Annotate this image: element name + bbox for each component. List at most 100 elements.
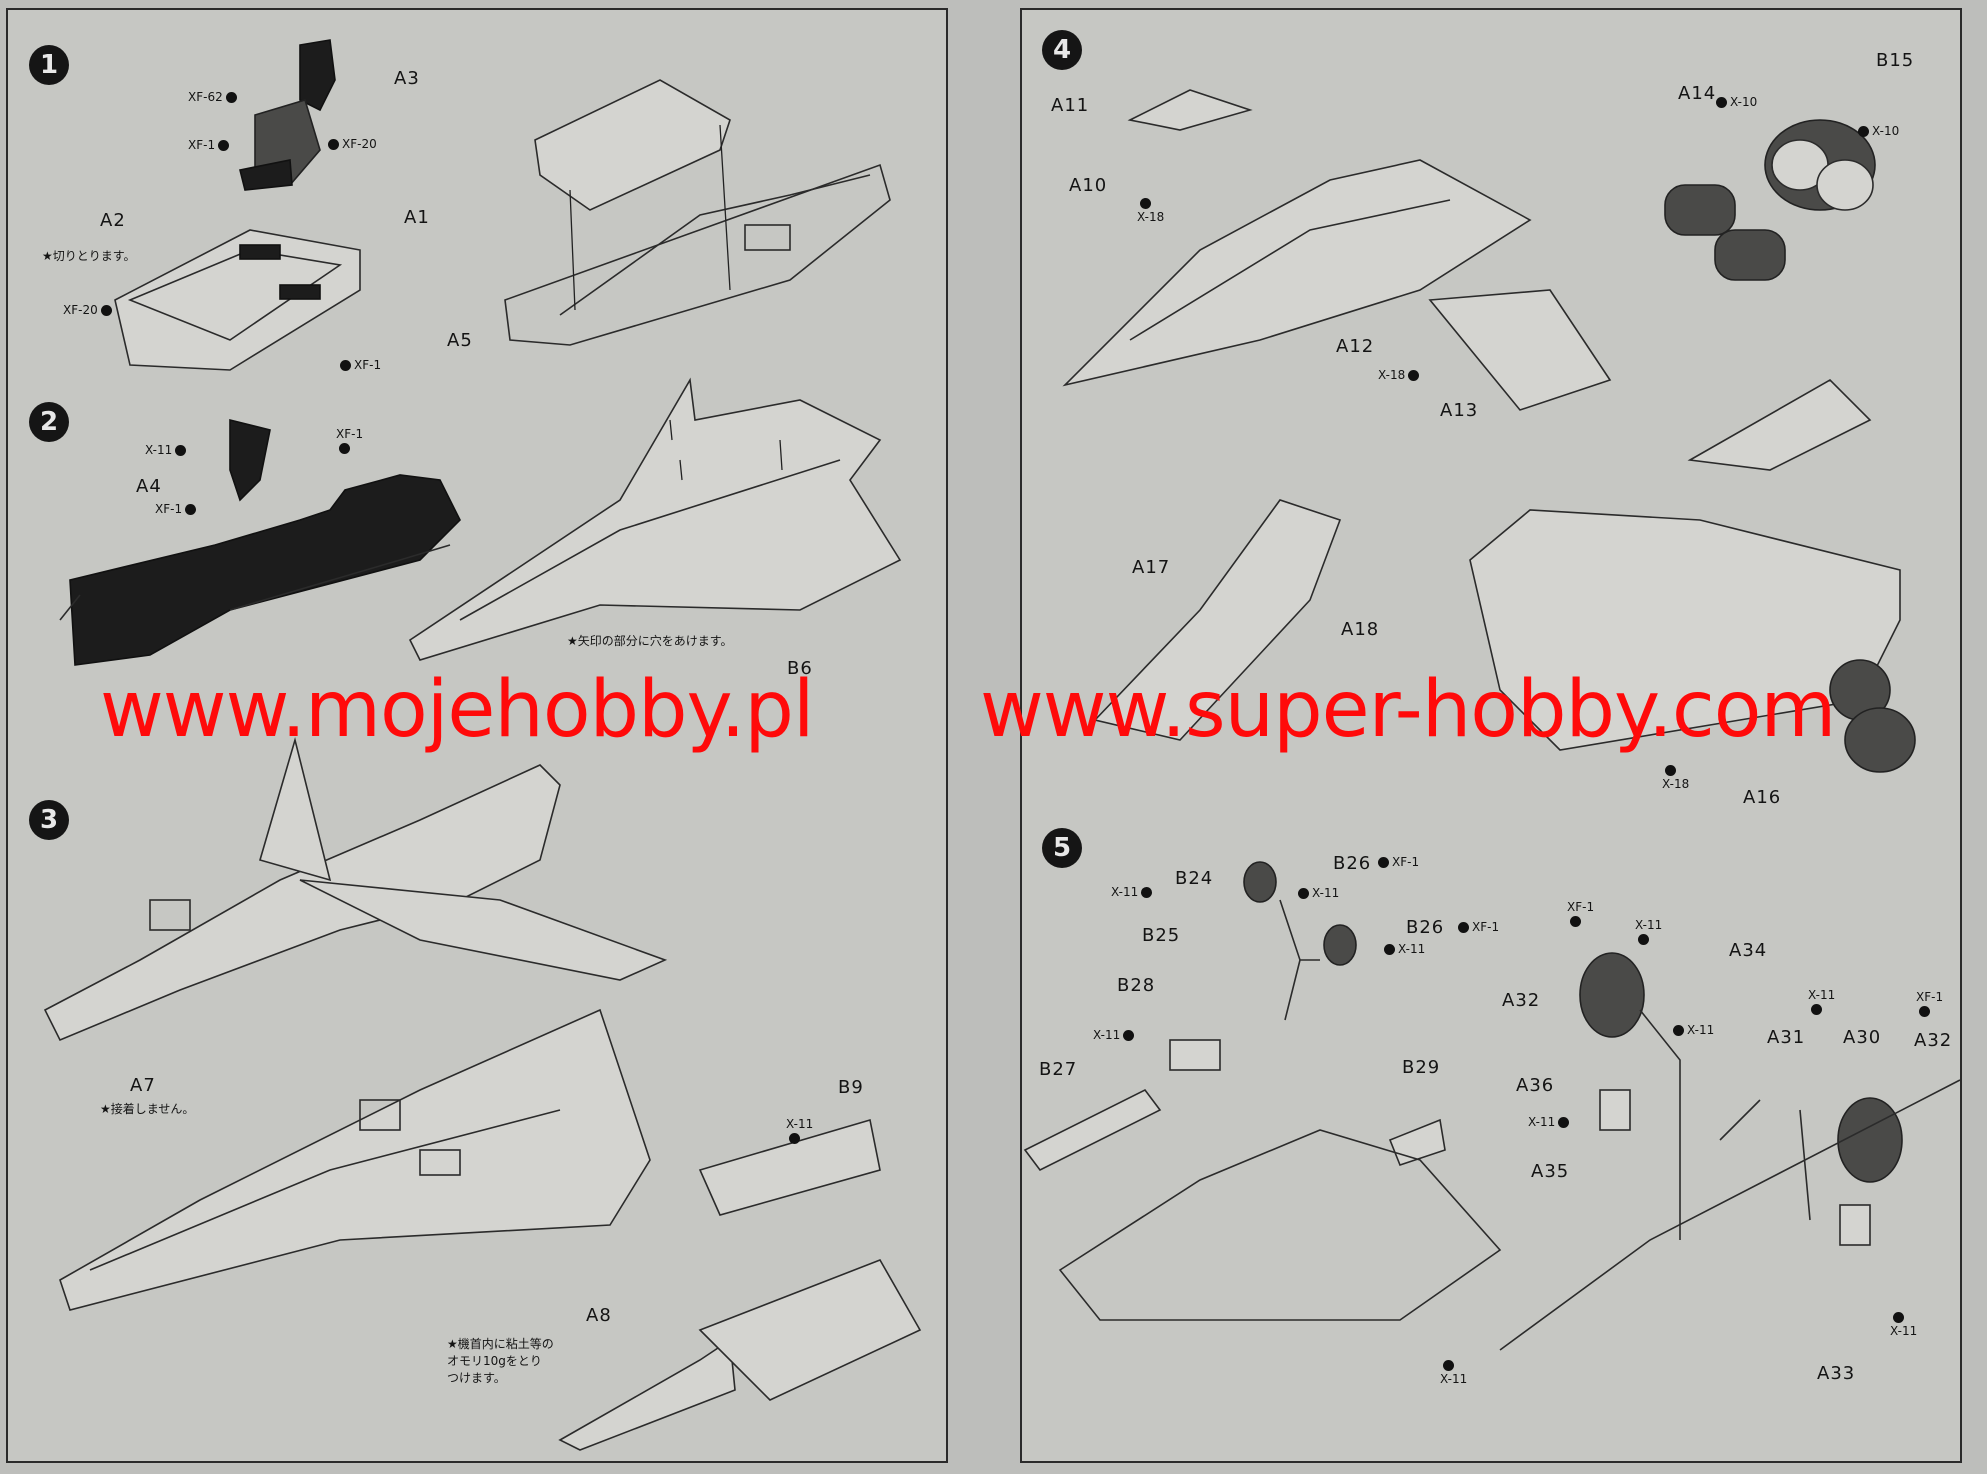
part-label-b6: B6 — [787, 658, 813, 679]
note-drill-holes: ★矢印の部分に穴をあけます。 — [567, 634, 733, 648]
step-2-number: 2 — [29, 402, 69, 442]
part-label-a3: A3 — [394, 68, 420, 89]
paint-code-xf20: XF-20 — [63, 303, 98, 317]
paint-label-x11-h: X-11 — [1528, 1115, 1572, 1129]
paint-code-x11: X-11 — [1890, 1324, 1918, 1338]
part-label-a4: A4 — [136, 476, 162, 497]
step-3-number: 3 — [29, 800, 69, 840]
paint-dot-icon — [1919, 1006, 1930, 1017]
part-label-a5: A5 — [447, 330, 473, 351]
paint-label-x11-d: X-11 — [1093, 1028, 1137, 1042]
paint-code-xf1: XF-1 — [188, 138, 216, 152]
paint-dot-icon — [1811, 1004, 1822, 1015]
paint-dot-icon — [789, 1133, 800, 1144]
paint-label-x11-b: X-11 — [1295, 886, 1339, 900]
note-nose-weight-line2: オモリ10gをとり — [447, 1354, 542, 1368]
part-label-a1: A1 — [404, 207, 430, 228]
paint-dot-icon — [328, 139, 339, 150]
paint-label-xf1-top: XF-1 — [188, 138, 232, 152]
paint-label-xf1-b: XF-1 — [155, 502, 199, 516]
paint-dot-icon — [1716, 97, 1727, 108]
paint-label-xf1-bottom: XF-1 — [337, 358, 381, 372]
paint-dot-icon — [225, 92, 237, 103]
paint-dot-icon — [1458, 922, 1469, 933]
part-label-b27: B27 — [1039, 1059, 1078, 1080]
paint-code-x11: X-11 — [1093, 1028, 1121, 1042]
paint-dot-icon — [1638, 934, 1649, 945]
paint-label-x11-e: X-11 — [1635, 918, 1662, 946]
step4-exhaust-nozzles — [1664, 119, 1876, 281]
paint-dot-icon — [1378, 857, 1389, 868]
note-nose-weight-line3: つけます。 — [447, 1371, 506, 1385]
paint-code-x11: X-11 — [1440, 1372, 1468, 1386]
step-1-number: 1 — [29, 45, 69, 85]
part-label-b15: B15 — [1876, 50, 1915, 71]
paint-code-x11: X-11 — [145, 443, 173, 457]
step3-lower-fuselage — [59, 1008, 651, 1311]
paint-code-x11: X-11 — [1312, 886, 1340, 900]
note-cut-off: ★切りとります。 — [42, 249, 136, 263]
paint-dot-icon — [340, 360, 351, 371]
part-label-a35: A35 — [1531, 1161, 1570, 1182]
part-label-a16: A16 — [1743, 787, 1782, 808]
paint-dot-icon — [1443, 1360, 1454, 1371]
paint-code-x11: X-11 — [1398, 942, 1426, 956]
paint-label-xf1-a: XF-1 — [1375, 855, 1419, 869]
paint-label-x11-a: X-11 — [1111, 885, 1155, 899]
paint-code-x11: X-11 — [1808, 988, 1836, 1002]
note-nose-weight: ★機首内に粘土等の オモリ10gをとり つけます。 — [447, 1336, 554, 1387]
paint-dot-icon — [1384, 944, 1395, 955]
step-5-number: 5 — [1042, 828, 1082, 868]
paint-label-x18-a: X-18 — [1137, 196, 1164, 224]
part-label-a31: A31 — [1767, 1027, 1806, 1048]
paint-dot-icon — [1673, 1025, 1684, 1036]
paint-code-xf1: XF-1 — [1916, 990, 1944, 1004]
paint-label-x11-c: X-11 — [1381, 942, 1425, 956]
part-label-b24: B24 — [1175, 868, 1214, 889]
paint-code-xf1: XF-1 — [1567, 900, 1595, 914]
watermark-mojehobby: www.mojehobby.pl — [100, 665, 815, 755]
part-label-a8: A8 — [586, 1305, 612, 1326]
paint-label-xf20-left: XF-20 — [63, 303, 115, 317]
part-label-b9: B9 — [838, 1077, 864, 1098]
note-do-not-glue: ★接着しません。 — [100, 1102, 195, 1116]
part-label-a18: A18 — [1341, 619, 1380, 640]
part-label-a17: A17 — [1132, 557, 1171, 578]
part-label-a33: A33 — [1817, 1363, 1856, 1384]
part-label-b28: B28 — [1117, 975, 1156, 996]
paint-dot-icon — [1140, 198, 1151, 209]
part-label-a10: A10 — [1069, 175, 1108, 196]
paint-label-xf1-b: XF-1 — [1455, 920, 1499, 934]
step3-upper-fuselage — [43, 736, 668, 1042]
step5-front-gear — [1023, 861, 1502, 1321]
part-label-a30: A30 — [1843, 1027, 1882, 1048]
part-label-a11: A11 — [1051, 95, 1090, 116]
paint-label-x11-i: X-11 — [1890, 1310, 1917, 1338]
paint-code-x10: X-10 — [1730, 95, 1758, 109]
step4-tail-section — [1093, 379, 1916, 773]
paint-dot-icon — [1558, 1117, 1570, 1128]
step3-nose-cone — [558, 1118, 922, 1451]
paint-code-xf1: XF-1 — [1472, 920, 1500, 934]
paint-dot-icon — [1893, 1312, 1904, 1323]
paint-label-xf62: XF-62 — [188, 90, 240, 104]
paint-code-xf1: XF-1 — [1392, 855, 1420, 869]
paint-label-x11: X-11 — [145, 443, 189, 457]
step2-lower-fuselage — [408, 377, 902, 661]
part-label-a7: A7 — [130, 1075, 156, 1096]
paint-dot-icon — [218, 140, 230, 151]
part-label-a36: A36 — [1516, 1075, 1555, 1096]
paint-code-x11: X-11 — [1635, 918, 1663, 932]
paint-code-xf20: XF-20 — [342, 137, 377, 151]
paint-code-x11: X-11 — [786, 1117, 814, 1131]
paint-label-x11-j: X-11 — [1440, 1358, 1467, 1386]
paint-code-x18: X-18 — [1662, 777, 1690, 791]
paint-dot-icon — [1298, 888, 1309, 899]
paint-label-x10-b: X-10 — [1855, 124, 1899, 138]
part-label-a14: A14 — [1678, 83, 1717, 104]
paint-dot-icon — [1408, 370, 1420, 381]
paint-code-xf62: XF-62 — [188, 90, 223, 104]
paint-code-x11: X-11 — [1111, 885, 1139, 899]
step-4-number: 4 — [1042, 30, 1082, 70]
